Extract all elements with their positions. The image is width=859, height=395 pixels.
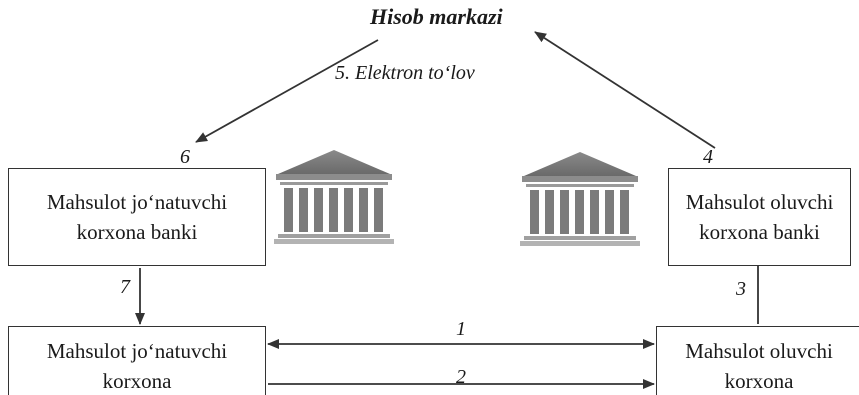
arrow-buyer-bank-to-center bbox=[534, 31, 716, 149]
buyer-bank-box: Mahsulot oluvchi korxona banki bbox=[668, 168, 851, 266]
step-3-label: 3 bbox=[736, 278, 746, 300]
step-6-label: 6 bbox=[180, 146, 190, 168]
buyer-box: Mahsulot oluvchi korxona bbox=[656, 326, 859, 395]
center-title: Hisob markazi bbox=[370, 4, 503, 29]
seller-box: Mahsulot jo‘natuvchi korxona bbox=[8, 326, 266, 395]
step-4-label: 4 bbox=[703, 146, 713, 168]
arrow-center-to-seller-bank bbox=[195, 39, 379, 143]
payment-label: 5. Elektron to‘lov bbox=[335, 62, 475, 84]
step-1-label: 1 bbox=[456, 318, 466, 340]
bank-building-icon bbox=[520, 152, 640, 246]
bank-building-icon bbox=[274, 150, 394, 244]
step-2-label: 2 bbox=[456, 366, 466, 388]
step-7-label: 7 bbox=[120, 276, 130, 298]
seller-bank-box: Mahsulot jo‘natuvchi korxona banki bbox=[8, 168, 266, 266]
